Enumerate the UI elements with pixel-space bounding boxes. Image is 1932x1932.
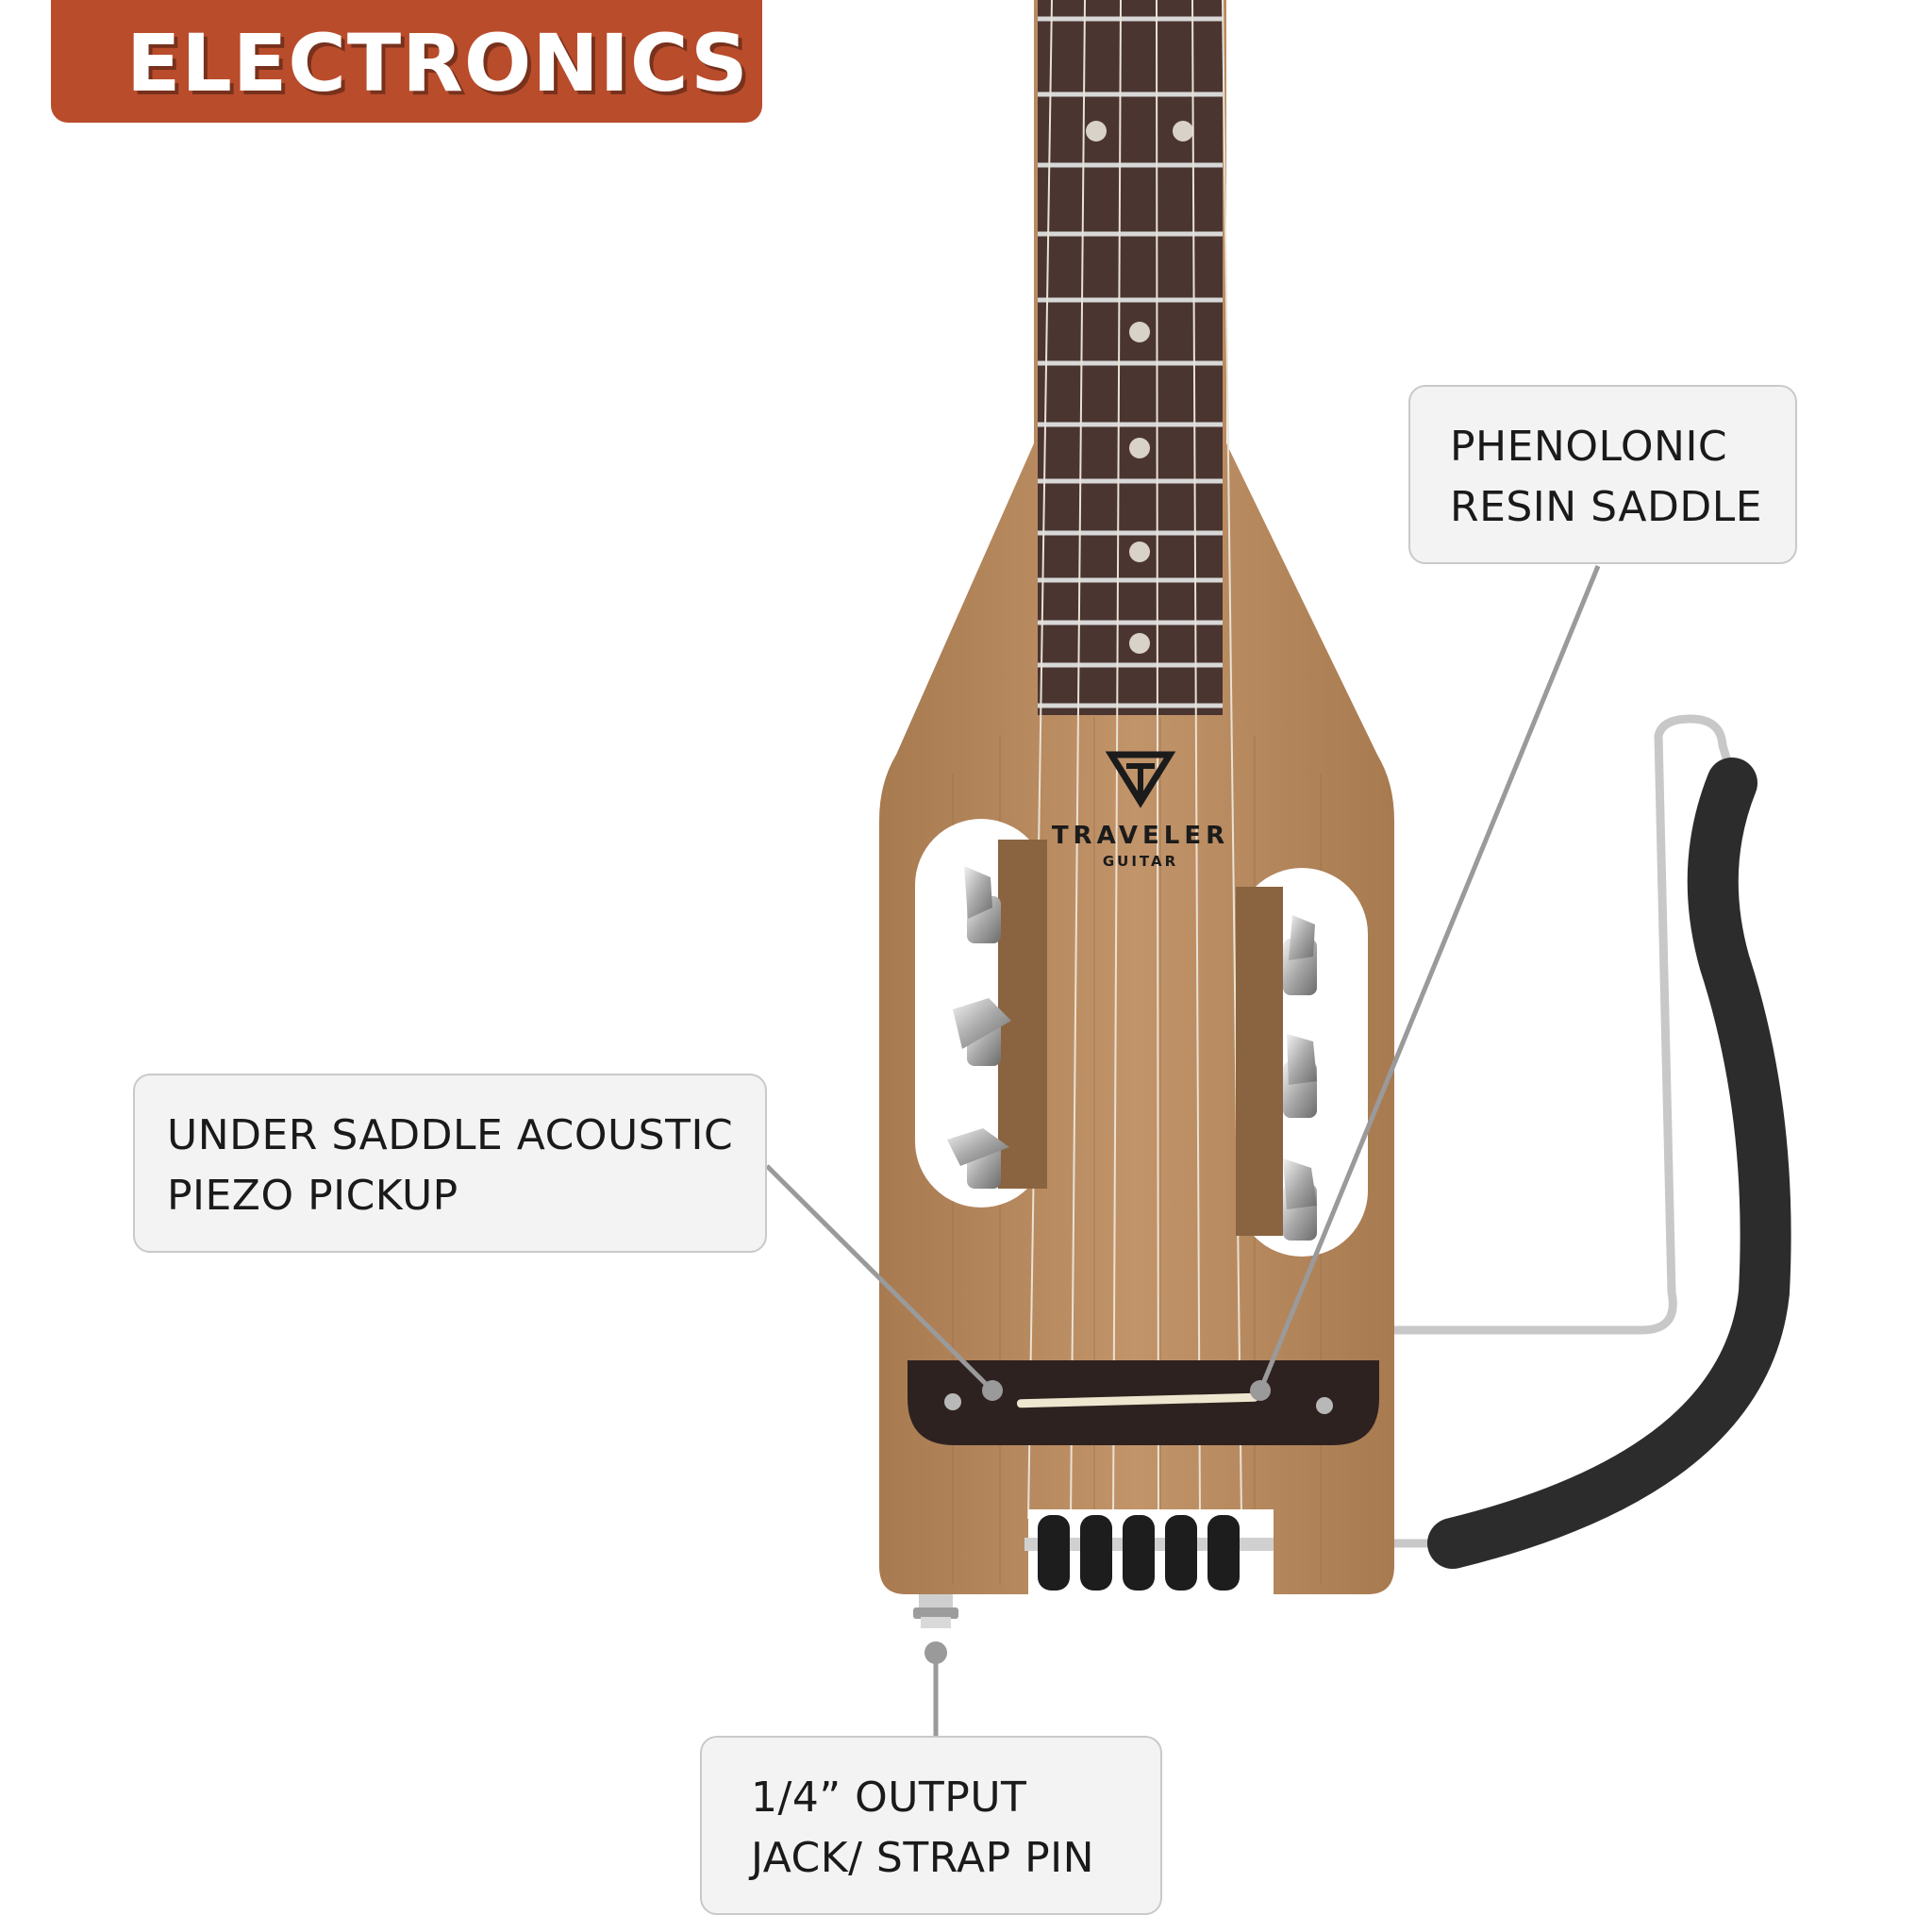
tuning-pegs-right: [1283, 915, 1317, 1241]
pickup-callout-line-1: UNDER SADDLE ACOUSTIC: [167, 1111, 734, 1159]
bridge-screw-left: [944, 1393, 961, 1410]
saddle-callout-line-2: RESIN SADDLE: [1450, 483, 1763, 531]
tuning-pegs-left: [947, 866, 1011, 1189]
fretboard: [1038, 0, 1223, 715]
logo-text: TRAVELER: [1052, 822, 1229, 850]
jack-callout-line-2: JACK/ STRAP PIN: [751, 1834, 1095, 1882]
leg-rest-foam: [1427, 758, 1791, 1569]
saddle-leader-line: [1257, 565, 1601, 1391]
pickup-callout-line-2: PIEZO PICKUP: [167, 1172, 458, 1220]
logo-subtext: GUITAR: [1103, 853, 1178, 870]
pickup-leader-line: [765, 1164, 994, 1392]
traveler-logo: TRAVELER GUITAR: [1052, 751, 1229, 870]
jack-leader-dot: [924, 1641, 947, 1664]
fret-markers: [1086, 121, 1193, 654]
leg-rest-rod: [1394, 714, 1739, 1335]
page-title: ELECTRONICS: [126, 17, 749, 109]
saddle-callout: PHENOLONIC RESIN SADDLE: [1408, 385, 1797, 564]
tuner-slot-right-wall: [1236, 887, 1283, 1236]
jack-callout-line-1: 1/4” OUTPUT: [751, 1774, 1027, 1822]
pickup-callout: UNDER SADDLE ACOUSTIC PIEZO PICKUP: [133, 1074, 767, 1253]
saddle-leader-dot: [1250, 1380, 1271, 1401]
bridge-screw-right: [1316, 1397, 1333, 1414]
saddle-callout-line-1: PHENOLONIC: [1450, 423, 1728, 471]
pickup-leader-dot: [982, 1380, 1003, 1401]
string-anchors: [1038, 1515, 1240, 1591]
resin-saddle: [1017, 1392, 1258, 1408]
tuner-slot-left-wall: [998, 840, 1047, 1189]
jack-callout: 1/4” OUTPUT JACK/ STRAP PIN: [700, 1736, 1162, 1915]
frets: [1038, 16, 1223, 708]
header-banner: [51, 0, 762, 123]
leader-lines: [765, 565, 1601, 1736]
output-jack: [913, 1594, 958, 1628]
